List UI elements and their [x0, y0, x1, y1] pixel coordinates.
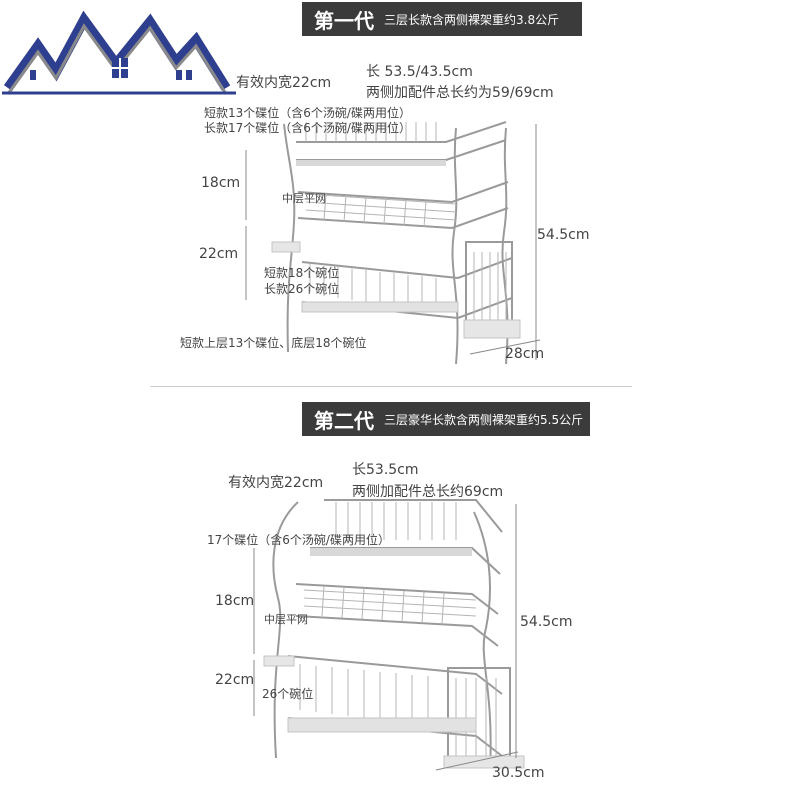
gen2-title: 第二代 — [314, 408, 374, 433]
gen2-total-height: 54.5cm — [520, 614, 573, 630]
gen1-height-top: 18cm — [201, 175, 241, 191]
gen1-total-length: 两侧加配件总长约为59/69cm — [366, 85, 554, 101]
gen1-inner-width: 有效内宽22cm — [236, 75, 332, 91]
gen1-total-height: 54.5cm — [537, 227, 590, 243]
gen1-title: 第一代 — [314, 8, 374, 33]
gen1-bowls-long: 长款26个碗位 — [264, 282, 340, 296]
gen2-subtitle: 三层豪华长款含两侧裸架重约5.5公斤 — [384, 412, 584, 427]
gen2-height-top: 18cm — [215, 593, 255, 609]
gen1-height-bottom: 22cm — [199, 246, 239, 262]
section-divider — [150, 386, 632, 387]
gen1-middle-mesh: 中层平网 — [282, 192, 326, 205]
gen1-subtitle: 三层长款含两侧裸架重约3.8公斤 — [384, 12, 560, 27]
gen1-depth: 28cm — [505, 346, 545, 362]
gen1-plates-long: 长款17个碟位（含6个汤碗/碟两用位） — [204, 121, 411, 135]
gen1-rack-illustration — [245, 121, 541, 365]
gen1-bowls-short: 短款18个碗位 — [264, 266, 340, 280]
gen2-depth: 30.5cm — [492, 765, 545, 781]
gen1-note: 短款上层13个碟位、底层18个碗位 — [180, 336, 367, 350]
gen2-middle-mesh: 中层平网 — [264, 613, 308, 626]
gen1-plates-short: 短款13个碟位（含6个汤碗/碟两用位） — [204, 106, 411, 120]
gen1-banner: 第一代 三层长款含两侧裸架重约3.8公斤 — [302, 2, 582, 36]
gen2-bowls: 26个碗位 — [262, 687, 314, 701]
gen2-total-length: 两侧加配件总长约69cm — [352, 484, 504, 500]
gen2-length: 长53.5cm — [352, 462, 419, 478]
gen1-length: 长 53.5/43.5cm — [366, 64, 473, 80]
brand-logo — [0, 0, 238, 98]
gen2-height-bottom: 22cm — [215, 672, 255, 688]
gen2-banner: 第二代 三层豪华长款含两侧裸架重约5.5公斤 — [302, 402, 590, 436]
gen2-rack-illustration — [253, 499, 525, 771]
gen2-inner-width: 有效内宽22cm — [228, 475, 324, 491]
gen2-plates: 17个碟位（含6个汤碗/碟两用位） — [207, 533, 390, 547]
